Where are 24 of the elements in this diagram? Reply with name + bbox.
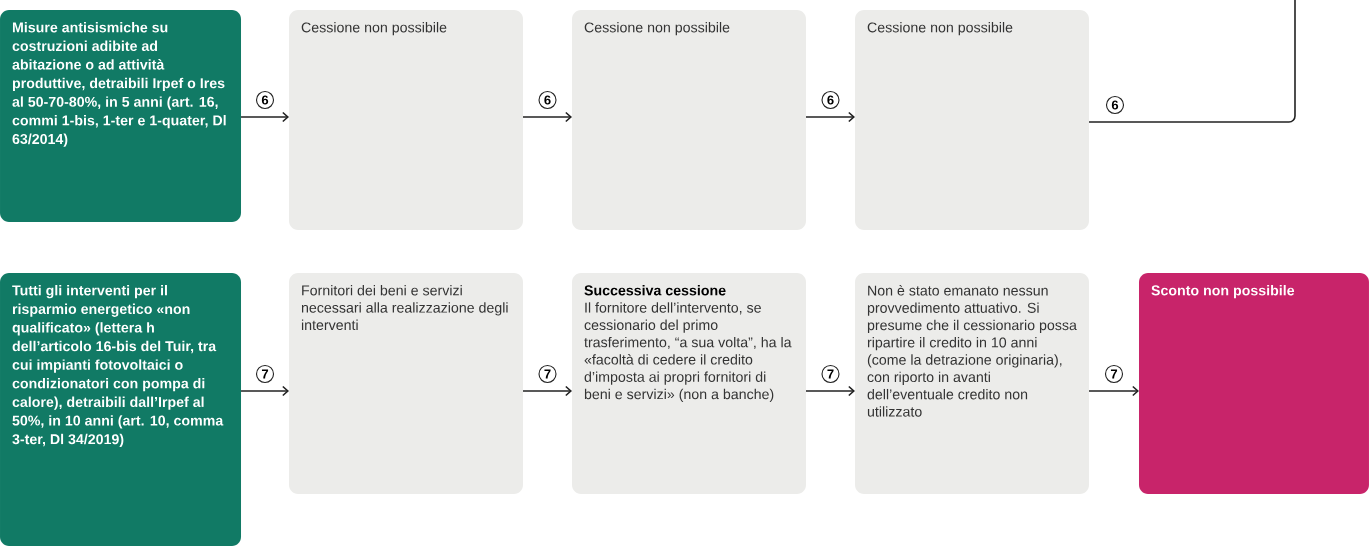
arrow xyxy=(1088,385,1139,397)
step-box: Cessione non possibile xyxy=(572,10,806,230)
arrow xyxy=(805,385,855,397)
arrow xyxy=(805,111,855,123)
step-box: Successiva cessione Il fornitore dell’intervento, se cessionario del primo trasferimento, “a sua volta”, ha la «facoltà di cedere il credito d’imposta ai propri fornitori di beni e servizi» (non a banche) xyxy=(572,273,806,494)
arrow xyxy=(522,385,572,397)
category-box: Misure antisismiche su costruzioni adibite ad abitazione o ad attività produttive, detraibili Irpef o Ires al 50-70-80%, in 5 anni (art. 16, commi 1-bis, 1-ter e 1-quater, Dl 63/2014) xyxy=(0,10,241,222)
circled-number: 7 xyxy=(821,364,840,384)
step-box: Cessione non possibile xyxy=(855,10,1089,230)
step-box: Fornitori dei beni e servizi necessari alla realizzazione degli interventi xyxy=(289,273,523,494)
circled-number: 6 xyxy=(538,90,557,110)
arrow xyxy=(240,385,289,397)
result-box: Sconto non possibile xyxy=(1139,273,1369,494)
circled-number: 6 xyxy=(255,90,275,110)
circled-number: 6 xyxy=(821,90,840,110)
arrow xyxy=(240,111,289,123)
circled-number: 6 xyxy=(1105,95,1125,115)
category-box: Tutti gli interventi per il risparmio energetico «non qualificato» (lettera h dell’articolo 16-bis del Tuir, tra cui impianti fotovoltaici o condizionatori con pompa di calore), detraibili dall’Irpef al 50%, in 10 anni (art. 10, comma 3-ter, Dl 34/2019) xyxy=(0,273,241,546)
arrow xyxy=(522,111,572,123)
step-box: Cessione non possibile xyxy=(289,10,523,230)
circled-number: 7 xyxy=(1104,364,1124,384)
step-box: Non è stato emanato nessun provvedimento attuativo. Si presume che il cessionario possa ripartire il credito in 10 anni (come la detrazione originaria), con riporto in avanti dell’eventuale credito non utilizzato xyxy=(855,273,1089,494)
circled-number: 7 xyxy=(538,364,557,384)
circled-number: 7 xyxy=(255,364,275,384)
